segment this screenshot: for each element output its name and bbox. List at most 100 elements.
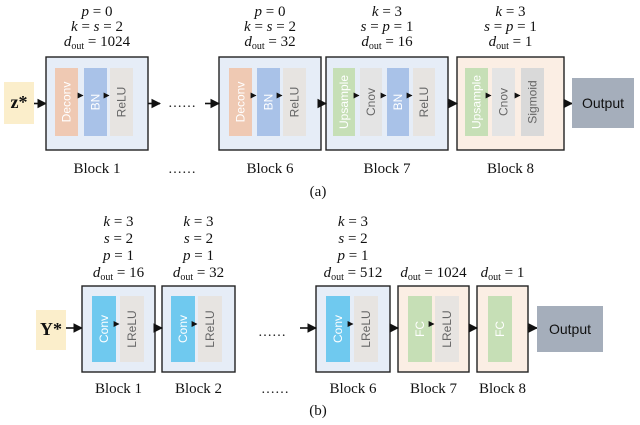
bottom-block-1-layer-1-box: [92, 296, 116, 362]
bottom-block-4-layer-1-label: FC: [413, 321, 427, 337]
top-block-3-layer-1-label: Upsample: [337, 75, 351, 129]
bottom-block-3-param-3: p = 1: [337, 248, 369, 264]
top-block-4-layer-2: Cnov: [492, 68, 515, 136]
bottom-block-3-param-1: k = 3: [338, 214, 368, 230]
bottom-block-3-name: Block 6: [329, 381, 377, 397]
bottom-block-5-layer-1-label: FC: [493, 321, 507, 337]
top-block-2-layer-3-box: [283, 68, 306, 136]
bottom-block-2-layer-1: Conv: [171, 296, 195, 362]
bottom-block-1-param-1: k = 3: [103, 214, 133, 230]
top-block-2-layer-1-box: [229, 68, 252, 136]
top-block-2-param-2: k = s = 2: [244, 19, 296, 35]
top-block-4-layer-1: Upsample: [465, 68, 488, 136]
bottom-input-box: [36, 310, 66, 350]
top-block-1-layer-1-label: Deconv: [60, 82, 74, 123]
top-block-1-layer-2: BN: [84, 68, 107, 136]
top-block-4-layer-3: Sigmoid: [521, 68, 544, 136]
bottom-block-2-layer-2-label: LReLU: [203, 310, 217, 347]
bottom-block-4-name: Block 7: [410, 381, 458, 397]
top-caption: (a): [310, 184, 327, 200]
bottom-between-dots: ……: [261, 382, 289, 397]
top-block-3-layer-3-label: BN: [391, 94, 405, 111]
top-block-3-layer-4-box: [413, 68, 435, 136]
bottom-block-5-layer-1-box: [488, 296, 512, 362]
bottom-block-2-layer-1-label: Conv: [176, 315, 190, 343]
bottom-ellipsis: ……: [258, 325, 286, 340]
bottom-block-3-layer-2-label: LReLU: [359, 310, 373, 347]
bottom-block-1-layer-1: Conv: [92, 296, 116, 362]
bottom-block-1-name: Block 1: [95, 381, 142, 397]
top-block-2-layer-2: BN: [257, 68, 280, 136]
top-block-4-layer-1-label: Upsample: [470, 75, 484, 129]
top-block-4-layer-3-label: Sigmoid: [526, 80, 540, 123]
bottom-output-box: [537, 306, 603, 352]
top-input-box: [4, 82, 34, 124]
bottom-block-1-param-3: p = 1: [102, 248, 134, 264]
bottom-caption: (b): [309, 403, 327, 419]
top-block-3-layer-2-box: [360, 68, 382, 136]
top-block-2-layer-1-label: Deconv: [234, 82, 248, 123]
top-block-2-layer-1: Deconv: [229, 68, 252, 136]
bottom-block-4-layer-1: FC: [408, 296, 432, 362]
top-block-1-layer-3-label: ReLU: [115, 87, 129, 118]
top-block-2-layer-3-label: ReLU: [288, 87, 302, 118]
top-block-2-name: Block 6: [246, 161, 294, 177]
top-block-4-layer-3-box: [521, 68, 544, 136]
top-block-1-param-1: p = 0: [81, 4, 113, 20]
top-block-3-layer-1-box: [333, 68, 355, 136]
bottom-block-1-param-2: s = 2: [104, 231, 133, 247]
top-block-2-layer-2-box: [257, 68, 280, 136]
bottom-block-3-layer-1: Conv: [326, 296, 350, 362]
top-between-dots: ……: [168, 162, 196, 177]
top-block-3-layer-4: ReLU: [413, 68, 435, 136]
top-block-4-layer-1-box: [465, 68, 488, 136]
top-block-3-layer-1: Upsample: [333, 68, 355, 136]
top-block-4-param-1: k = 3: [495, 4, 525, 20]
bottom-block-4-param-1: dout = 1024: [400, 265, 467, 283]
top-block-3-param-2: s = p = 1: [361, 19, 414, 35]
top-output-label: Output: [582, 95, 624, 111]
bottom-block-2-layer-2-box: [198, 296, 222, 362]
top-block-1-layer-3-box: [110, 68, 133, 136]
top-block-1-layer-2-box: [84, 68, 107, 136]
top-block-2-layer-2-label: BN: [262, 94, 276, 111]
top-block-4-name: Block 8: [487, 161, 534, 177]
top-block-2-param-1: p = 0: [254, 4, 286, 20]
top-block-1-layer-1-box: [55, 68, 78, 136]
bottom-block-2-layer-2: LReLU: [198, 296, 222, 362]
top-block-3-layer-2-label: Cnov: [364, 88, 378, 116]
bottom-block-1-layer-2: LReLU: [120, 296, 144, 362]
top-block-1-param-2: k = s = 2: [71, 19, 123, 35]
top-block-4-param-3: dout = 1: [489, 34, 533, 52]
top-block-3-name: Block 7: [363, 161, 411, 177]
top-block-3-layer-2: Cnov: [360, 68, 382, 136]
bottom-block-2-param-2: s = 2: [184, 231, 213, 247]
top-block-3-layer-3-box: [387, 68, 409, 136]
bottom-block-3-param-2: s = 2: [338, 231, 367, 247]
bottom-block-2-param-4: dout = 32: [173, 265, 224, 283]
bottom-block-1-layer-2-box: [120, 296, 144, 362]
bottom-block-5-layer-1: FC: [488, 296, 512, 362]
bottom-block-3-layer-1-label: Conv: [331, 315, 345, 343]
bottom-block-3-layer-2: LReLU: [354, 296, 378, 362]
top-block-2-param-3: dout = 32: [244, 34, 295, 52]
top-block-3-param-1: k = 3: [372, 4, 402, 20]
bottom-block-2-param-1: k = 3: [183, 214, 213, 230]
bottom-block-1-layer-2-label: LReLU: [125, 310, 139, 347]
top-input-label: z*: [11, 92, 28, 112]
bottom-block-5-name: Block 8: [479, 381, 526, 397]
top-block-3-layer-3: BN: [387, 68, 409, 136]
top-block-2-layer-3: ReLU: [283, 68, 306, 136]
bottom-block-4-layer-2-label: LReLU: [440, 310, 454, 347]
bottom-input-label: Y*: [40, 319, 62, 339]
top-block-4-param-2: s = p = 1: [484, 19, 537, 35]
top-block-1-name: Block 1: [73, 161, 120, 177]
bottom-block-1-param-4: dout = 16: [93, 265, 145, 283]
bottom-block-2-layer-1-box: [171, 296, 195, 362]
bottom-block-2-name: Block 2: [175, 381, 222, 397]
bottom-block-2-param-3: p = 1: [182, 248, 214, 264]
top-block-3-layer-4-label: ReLU: [417, 87, 431, 118]
top-block-4-layer-2-label: Cnov: [497, 88, 511, 116]
bottom-block-3-param-4: dout = 512: [324, 265, 383, 283]
